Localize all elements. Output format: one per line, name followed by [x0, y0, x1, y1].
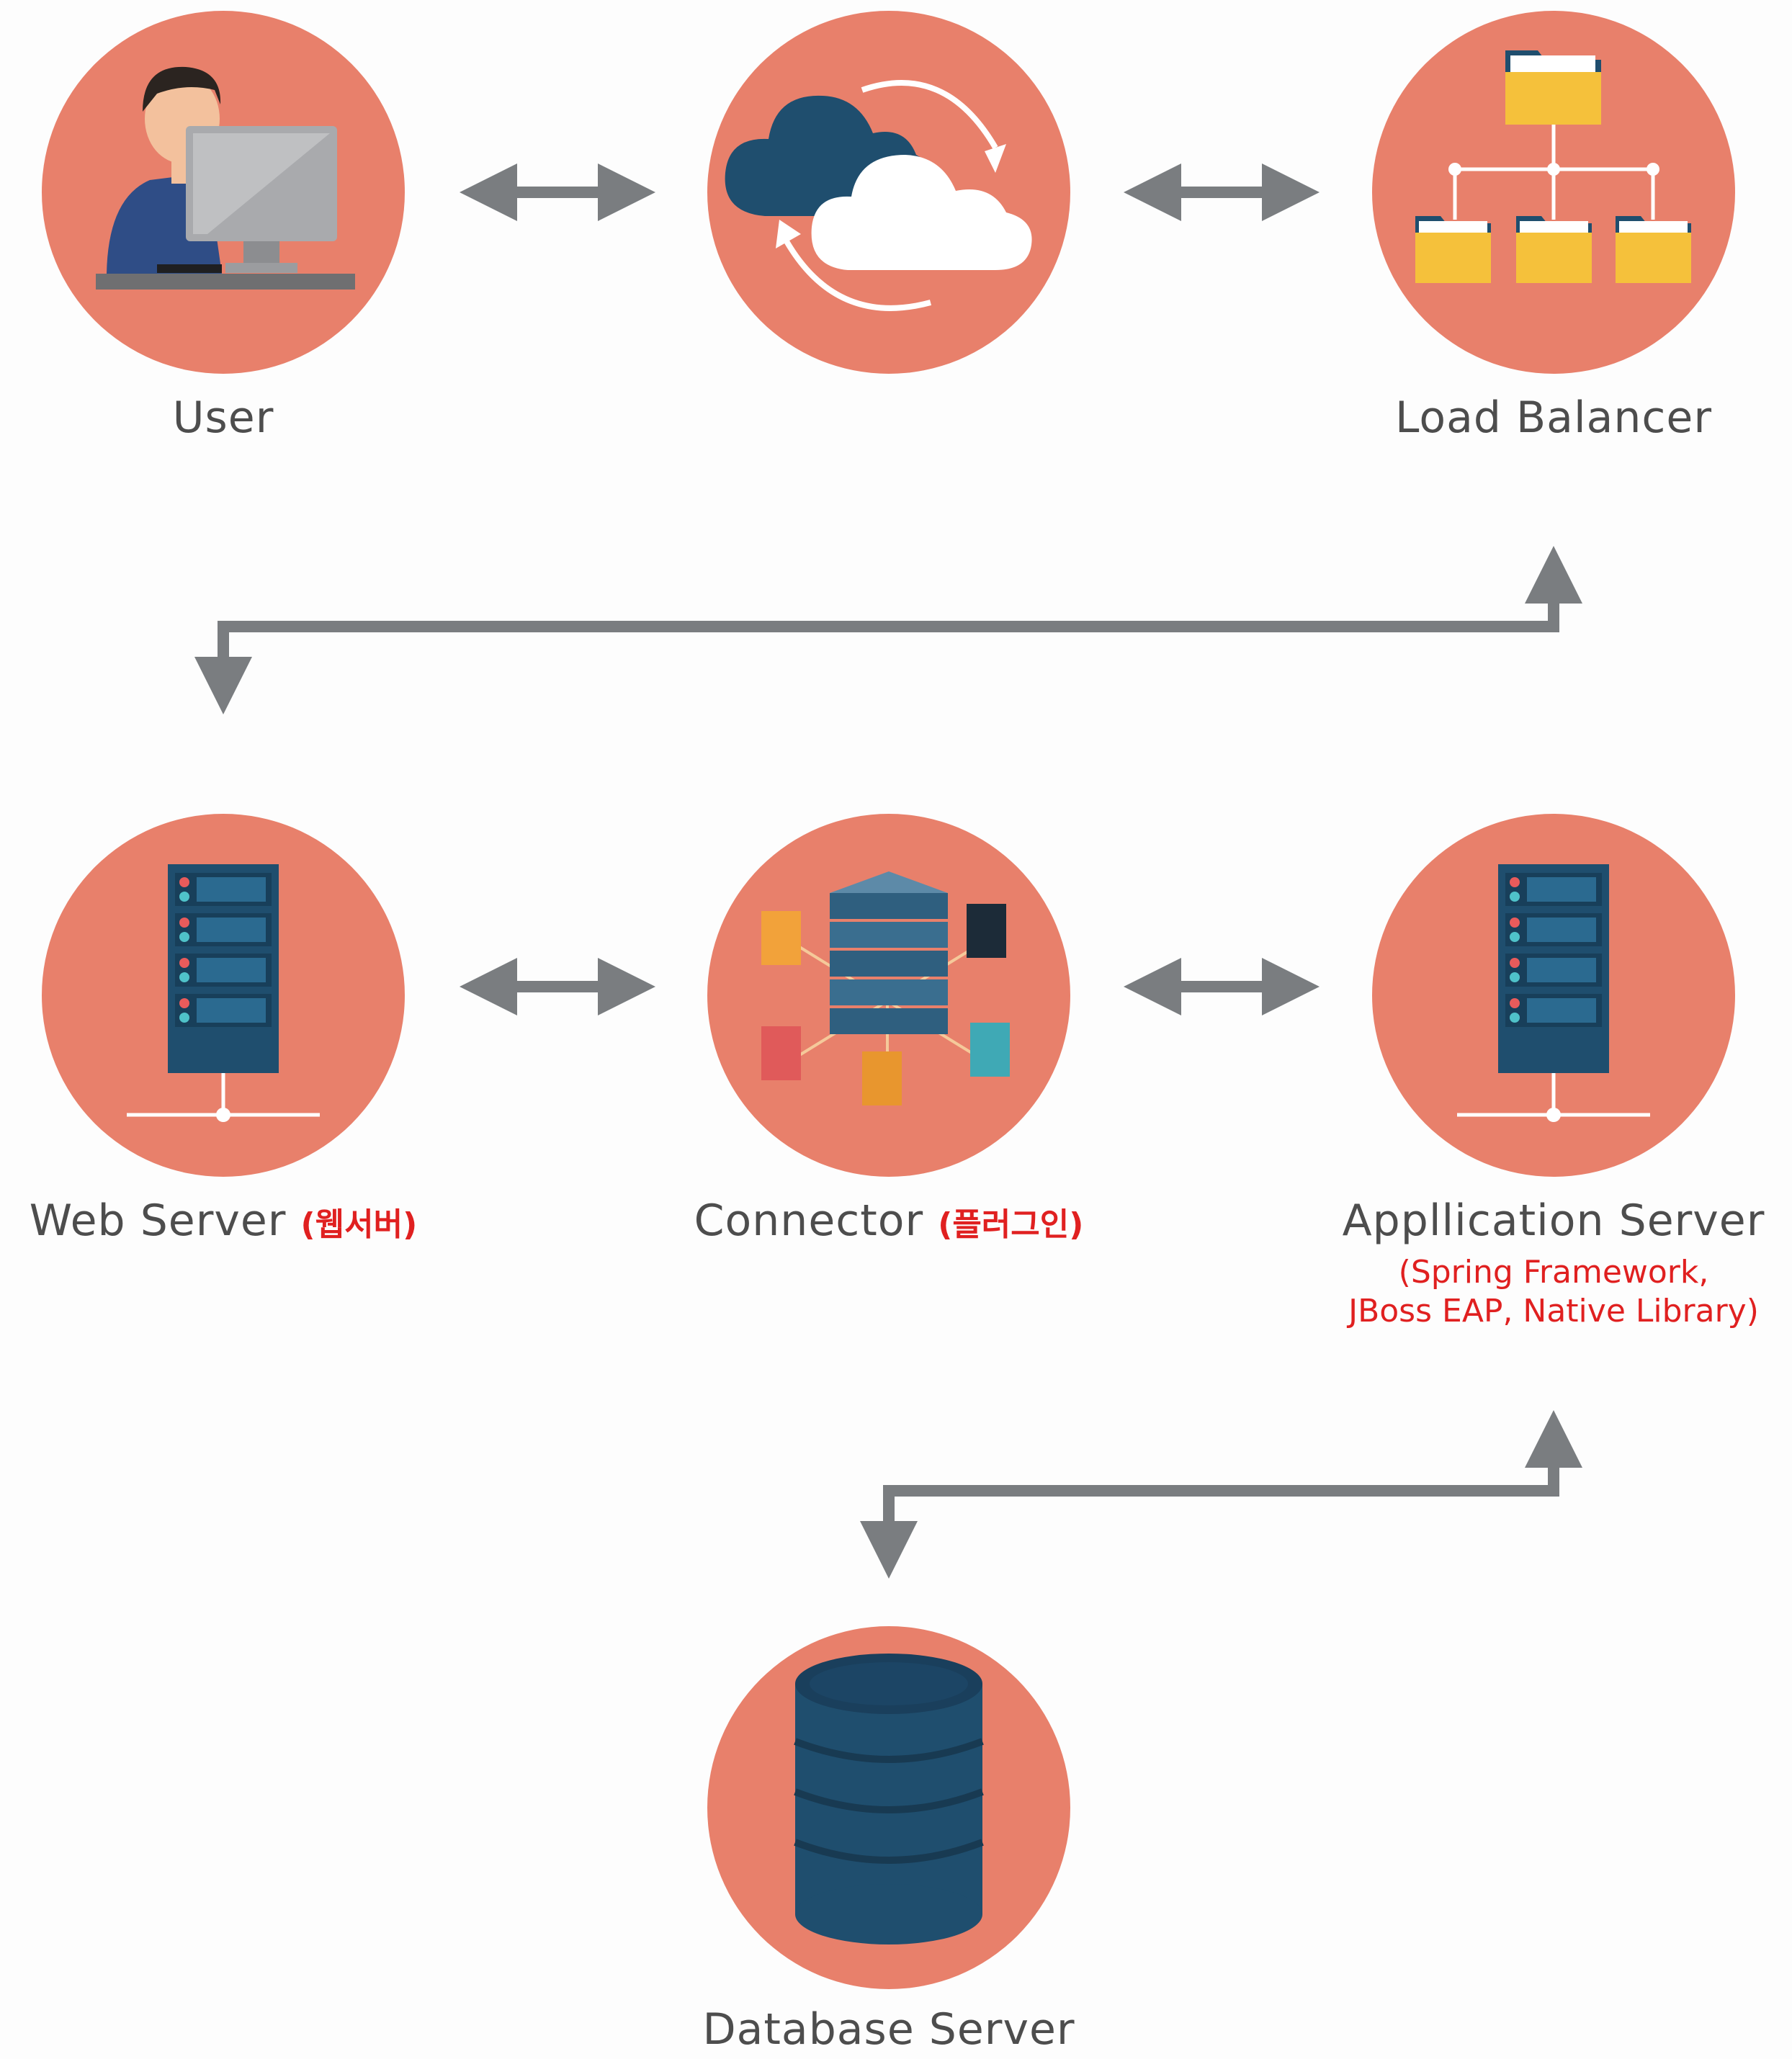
load-balancer-label: Load Balancer: [1395, 392, 1712, 443]
connector-title: Connector: [694, 1196, 924, 1246]
arrow-appserver-database: [860, 1410, 1582, 1579]
user-node: [42, 11, 405, 374]
server-network-icon: [761, 871, 1010, 1105]
cloud-node: [707, 11, 1070, 374]
connector-label: Connector (플러그인): [694, 1196, 1084, 1246]
arrow-loadbalancer-webserver: [194, 546, 1582, 714]
cloud-sync-icon: [725, 80, 1032, 311]
application-server-label: Appllication Server: [1342, 1196, 1765, 1246]
application-server-sub: (Spring Framework, JBoss EAP, Native Lib…: [1348, 1253, 1759, 1331]
server-rack-icon: [1457, 864, 1650, 1122]
database-icon: [794, 1654, 984, 1944]
connector-sub: (플러그인): [938, 1206, 1084, 1243]
database-server-node: [707, 1626, 1070, 1989]
web-server-sub: (웹서버): [300, 1206, 418, 1243]
application-server-node: [1372, 814, 1735, 1177]
connector-node: [707, 814, 1070, 1177]
web-server-label: Web Server (웹서버): [30, 1196, 417, 1246]
user-label: User: [172, 392, 274, 443]
web-server-node: [42, 814, 405, 1177]
database-server-label: Database Server: [702, 2004, 1075, 2055]
user-at-computer-icon: [96, 66, 355, 290]
web-server-title: Web Server: [29, 1196, 287, 1246]
load-balancer-node: [1372, 11, 1735, 374]
folder-hierarchy-icon: [1415, 50, 1691, 283]
application-server-sub-line2: JBoss EAP, Native Library): [1348, 1293, 1759, 1329]
server-rack-icon: [127, 864, 320, 1122]
application-server-sub-line1: (Spring Framework,: [1398, 1254, 1709, 1291]
